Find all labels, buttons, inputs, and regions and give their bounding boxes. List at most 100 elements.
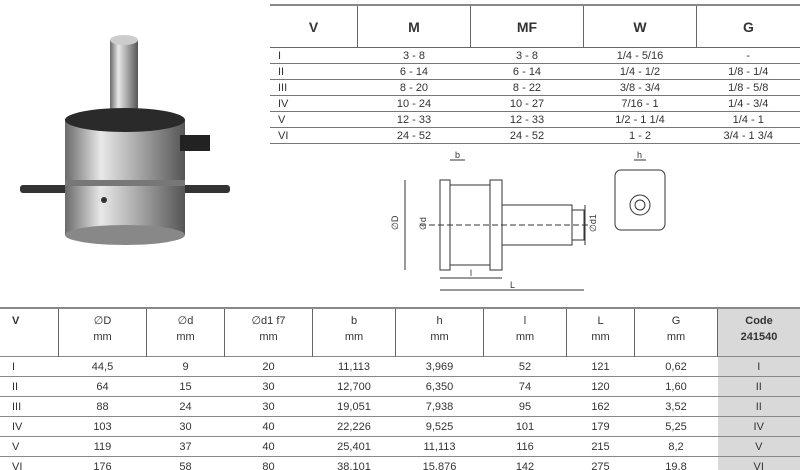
table-cell: 1,60 <box>634 376 718 397</box>
table-cell: 95 <box>483 396 567 417</box>
table-cell: 44,5 <box>58 356 147 377</box>
table-cell: 52 <box>483 356 567 377</box>
header-unit: 241540 <box>740 331 778 343</box>
table-cell: 142 <box>483 456 567 470</box>
table-cell: V <box>270 111 358 128</box>
table-cell: II <box>0 376 59 397</box>
table-cell: 24 - 52 <box>357 127 471 144</box>
header-label: G <box>671 315 681 327</box>
header-unit: mm <box>93 331 112 343</box>
table-cell: 9,525 <box>395 416 484 437</box>
table-cell: 3/4 - 1 3/4 <box>696 127 800 144</box>
label-l: l <box>470 268 472 278</box>
table-cell: 3/8 - 3/4 <box>583 79 697 96</box>
table-cell: 24 <box>146 396 225 417</box>
table-cell: 37 <box>146 436 225 457</box>
table-cell: 12 - 33 <box>357 111 471 128</box>
table-cell: 11,113 <box>312 356 396 377</box>
header-cell: l mm <box>483 308 567 357</box>
header-label: Code <box>745 315 773 327</box>
table-cell: 103 <box>58 416 147 437</box>
table-cell: 7,938 <box>395 396 484 417</box>
table-cell: II <box>717 376 800 397</box>
table-cell: 40 <box>224 436 313 457</box>
table-cell: 30 <box>224 376 313 397</box>
table-cell: 1 - 2 <box>583 127 697 144</box>
table-cell: 119 <box>58 436 147 457</box>
table-cell: III <box>270 79 358 96</box>
table-cell: 1/4 - 1 <box>696 111 800 128</box>
header-label: b <box>350 315 358 327</box>
table-cell: 40 <box>224 416 313 437</box>
header-label: V <box>12 315 20 327</box>
table-cell: 12,700 <box>312 376 396 397</box>
table-cell: 3 - 8 <box>470 47 584 64</box>
table-cell: 176 <box>58 456 147 470</box>
table-cell: 0,62 <box>634 356 718 377</box>
table-cell: 1/4 - 1/2 <box>583 63 697 80</box>
label-b: b <box>455 150 460 160</box>
header-w: W <box>583 5 697 48</box>
table-cell: 9 <box>146 356 225 377</box>
header-unit: mm <box>259 331 278 343</box>
table-cell: 15,876 <box>395 456 484 470</box>
header-unit: mm <box>515 331 535 343</box>
table-cell: 8 - 20 <box>357 79 471 96</box>
table-cell: III <box>0 396 59 417</box>
header-label: l <box>523 315 527 327</box>
table-cell: 58 <box>146 456 225 470</box>
table-cell: 3,969 <box>395 356 484 377</box>
table-cell: 64 <box>58 376 147 397</box>
table-cell: 15 <box>146 376 225 397</box>
table-cell: 88 <box>58 396 147 417</box>
table-cell: 8,2 <box>634 436 718 457</box>
label-d: ∅d <box>418 217 428 230</box>
table-cell: VI <box>0 456 59 470</box>
table-cell: II <box>717 396 800 417</box>
table-cell: 116 <box>483 436 567 457</box>
header-label: ∅d1 f7 <box>251 315 286 327</box>
label-h: h <box>637 150 642 160</box>
header-v: V <box>270 5 358 48</box>
label-D: ∅D <box>390 215 400 230</box>
table-header-row: V M MF W G <box>270 5 800 48</box>
table-cell: 30 <box>146 416 225 437</box>
header-unit: mm <box>176 331 195 343</box>
header-unit: mm <box>666 331 686 343</box>
header-cell: ∅d1 f7 mm <box>224 308 313 357</box>
table-cell: 6 - 14 <box>470 63 584 80</box>
product-photo <box>20 35 230 245</box>
table-cell: I <box>0 356 59 377</box>
table-cell: 74 <box>483 376 567 397</box>
table-cell: IV <box>717 416 800 437</box>
table-cell: 275 <box>566 456 635 470</box>
table-cell: 80 <box>224 456 313 470</box>
table-cell: 10 - 27 <box>470 95 584 112</box>
table-cell: 22,226 <box>312 416 396 437</box>
table-cell: V <box>0 436 59 457</box>
table-cell: 11,113 <box>395 436 484 457</box>
header-cell: Code 241540 <box>717 308 800 357</box>
technical-drawing: b ∅D ∅d l L ∅d1 h <box>390 150 666 291</box>
table-cell: 10 - 24 <box>357 95 471 112</box>
table-cell: 8 - 22 <box>470 79 584 96</box>
table-cell: 1/8 - 5/8 <box>696 79 800 96</box>
table-cell: 25,401 <box>312 436 396 457</box>
header-unit: mm <box>430 331 449 343</box>
